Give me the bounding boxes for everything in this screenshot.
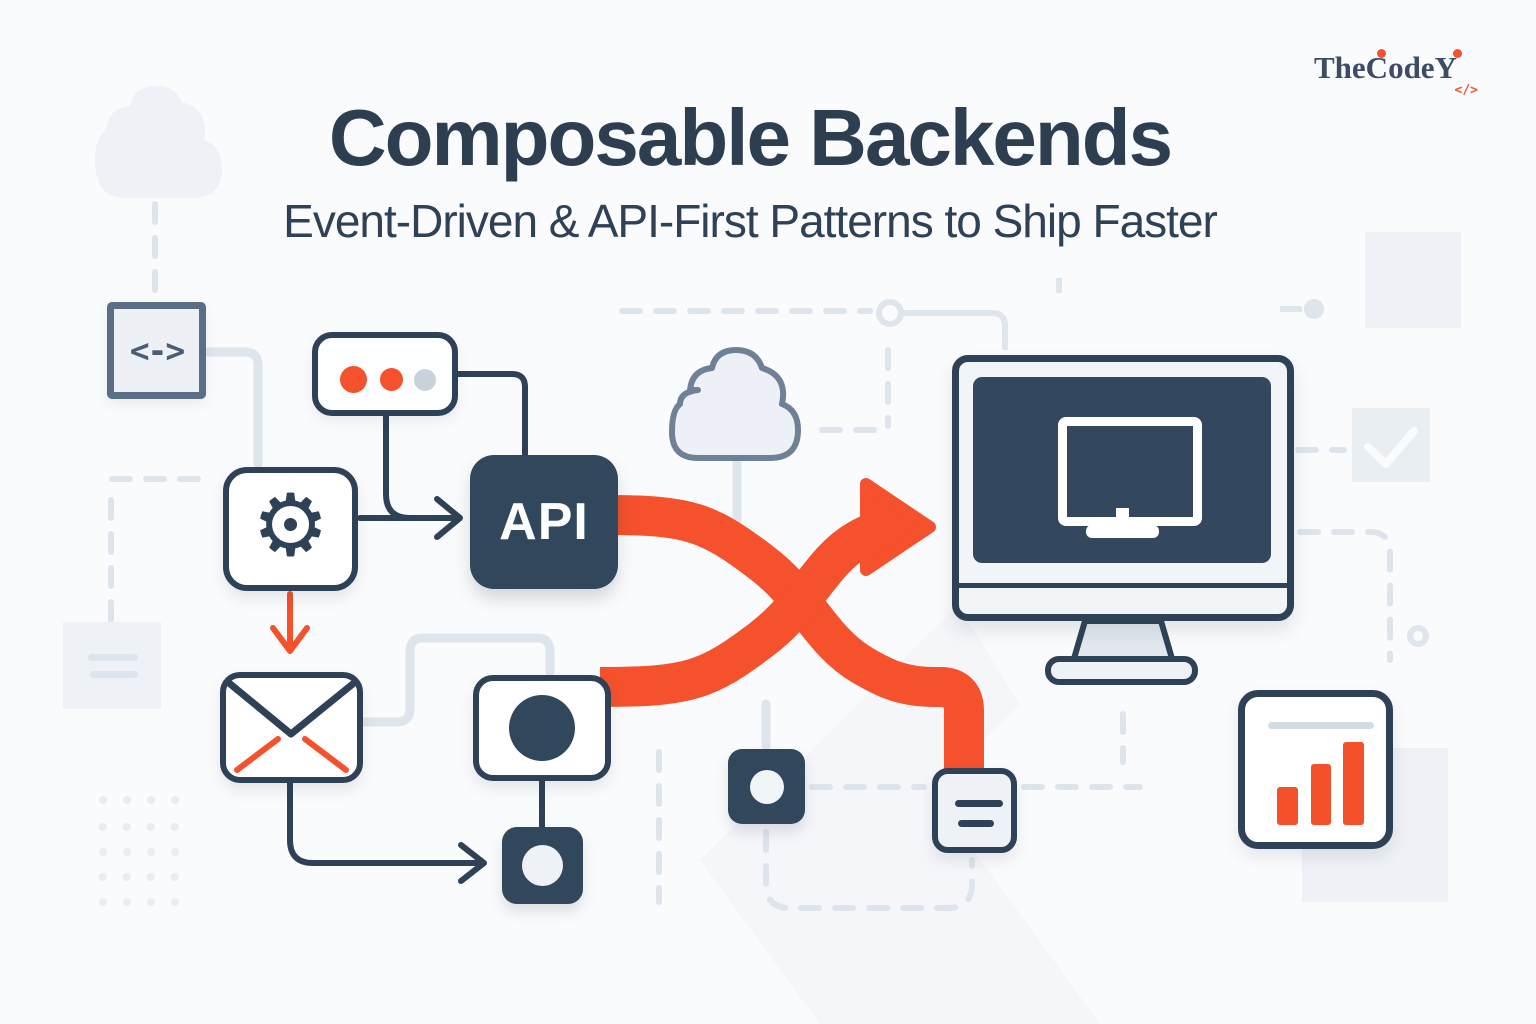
arrowhead-to-api bbox=[434, 496, 463, 540]
light-circle-icon bbox=[522, 845, 563, 886]
orange-event-arrow bbox=[270, 591, 310, 654]
connector-window-bottom bbox=[383, 411, 413, 521]
cloud-faint-icon bbox=[95, 86, 222, 198]
checkbox-faint bbox=[1352, 408, 1430, 482]
event-node bbox=[473, 675, 611, 781]
monitor-shadow bbox=[700, 605, 1100, 1024]
circuit-decorations bbox=[876, 278, 1429, 647]
note-card-line bbox=[88, 654, 138, 661]
light-circle-icon bbox=[749, 769, 784, 804]
queue-node bbox=[728, 749, 805, 824]
orange-flow-paths bbox=[599, 478, 984, 772]
bar-chart-icon-bar bbox=[1311, 764, 1331, 825]
square-faint-top-right bbox=[1365, 232, 1461, 328]
envelope-icon bbox=[226, 679, 357, 773]
note-card-line bbox=[90, 671, 138, 678]
worker-node bbox=[502, 827, 583, 904]
flow-arrowhead bbox=[860, 478, 936, 576]
analytics-node bbox=[1238, 690, 1393, 849]
window-dot-icon bbox=[340, 366, 367, 393]
chart-title-line bbox=[1268, 722, 1374, 729]
checkmark-icon bbox=[1364, 427, 1418, 468]
cloud-icon bbox=[669, 347, 801, 461]
window-dot-icon bbox=[380, 368, 403, 391]
logo-accent-dot bbox=[1453, 49, 1462, 58]
page-title: Composable Backends bbox=[328, 93, 1173, 182]
monitor-icon bbox=[1058, 417, 1202, 526]
browser-window-node bbox=[312, 332, 458, 416]
bar-chart-icon-bar bbox=[1343, 742, 1364, 825]
service-node: ⚙ bbox=[223, 467, 358, 591]
gear-icon: ⚙ bbox=[251, 476, 330, 576]
arrowhead-to-square bbox=[458, 842, 487, 884]
text-line-icon bbox=[955, 800, 1003, 807]
log-node bbox=[932, 768, 1017, 853]
text-line-icon bbox=[958, 820, 994, 827]
light-connectors bbox=[201, 347, 771, 751]
monitor-icon-stem bbox=[1116, 508, 1129, 527]
connector-code-to-gear bbox=[201, 347, 263, 469]
window-dot-icon bbox=[414, 369, 436, 391]
code-brackets-icon: <-> bbox=[129, 331, 186, 370]
connector-envelope-to-circlebox bbox=[359, 633, 555, 727]
monitor-node bbox=[952, 355, 1294, 621]
connector-envelope-to-square bbox=[287, 778, 479, 866]
dashed-decorations bbox=[108, 201, 1393, 911]
api-node: API bbox=[470, 455, 618, 589]
monitor-bezel-line bbox=[959, 583, 1287, 588]
monitor-icon-base bbox=[1086, 525, 1159, 538]
logo-code-icon: </> bbox=[1454, 83, 1478, 98]
filled-circle-icon bbox=[509, 695, 575, 761]
api-label: API bbox=[499, 493, 589, 551]
message-node bbox=[220, 672, 363, 783]
monitor-stand bbox=[1045, 618, 1198, 685]
brand-logo-text: TheCodeY bbox=[1314, 50, 1457, 85]
header: Composable Backends Event-Driven & API-F… bbox=[170, 96, 1330, 248]
logo-accent-dot bbox=[1377, 49, 1386, 58]
monitor-screen bbox=[973, 377, 1271, 563]
flow-api-to-note bbox=[605, 495, 984, 772]
dark-connectors bbox=[287, 371, 545, 884]
code-node: <-> bbox=[107, 302, 206, 399]
page-subtitle: Event-Driven & API-First Patterns to Shi… bbox=[283, 195, 1218, 247]
connector-window-to-api-top bbox=[453, 371, 528, 457]
note-card-faint bbox=[63, 622, 161, 709]
dot-grid bbox=[99, 796, 179, 906]
bar-chart-icon-bar bbox=[1277, 787, 1298, 825]
brand-logo: TheCodeY </> bbox=[1314, 49, 1484, 110]
